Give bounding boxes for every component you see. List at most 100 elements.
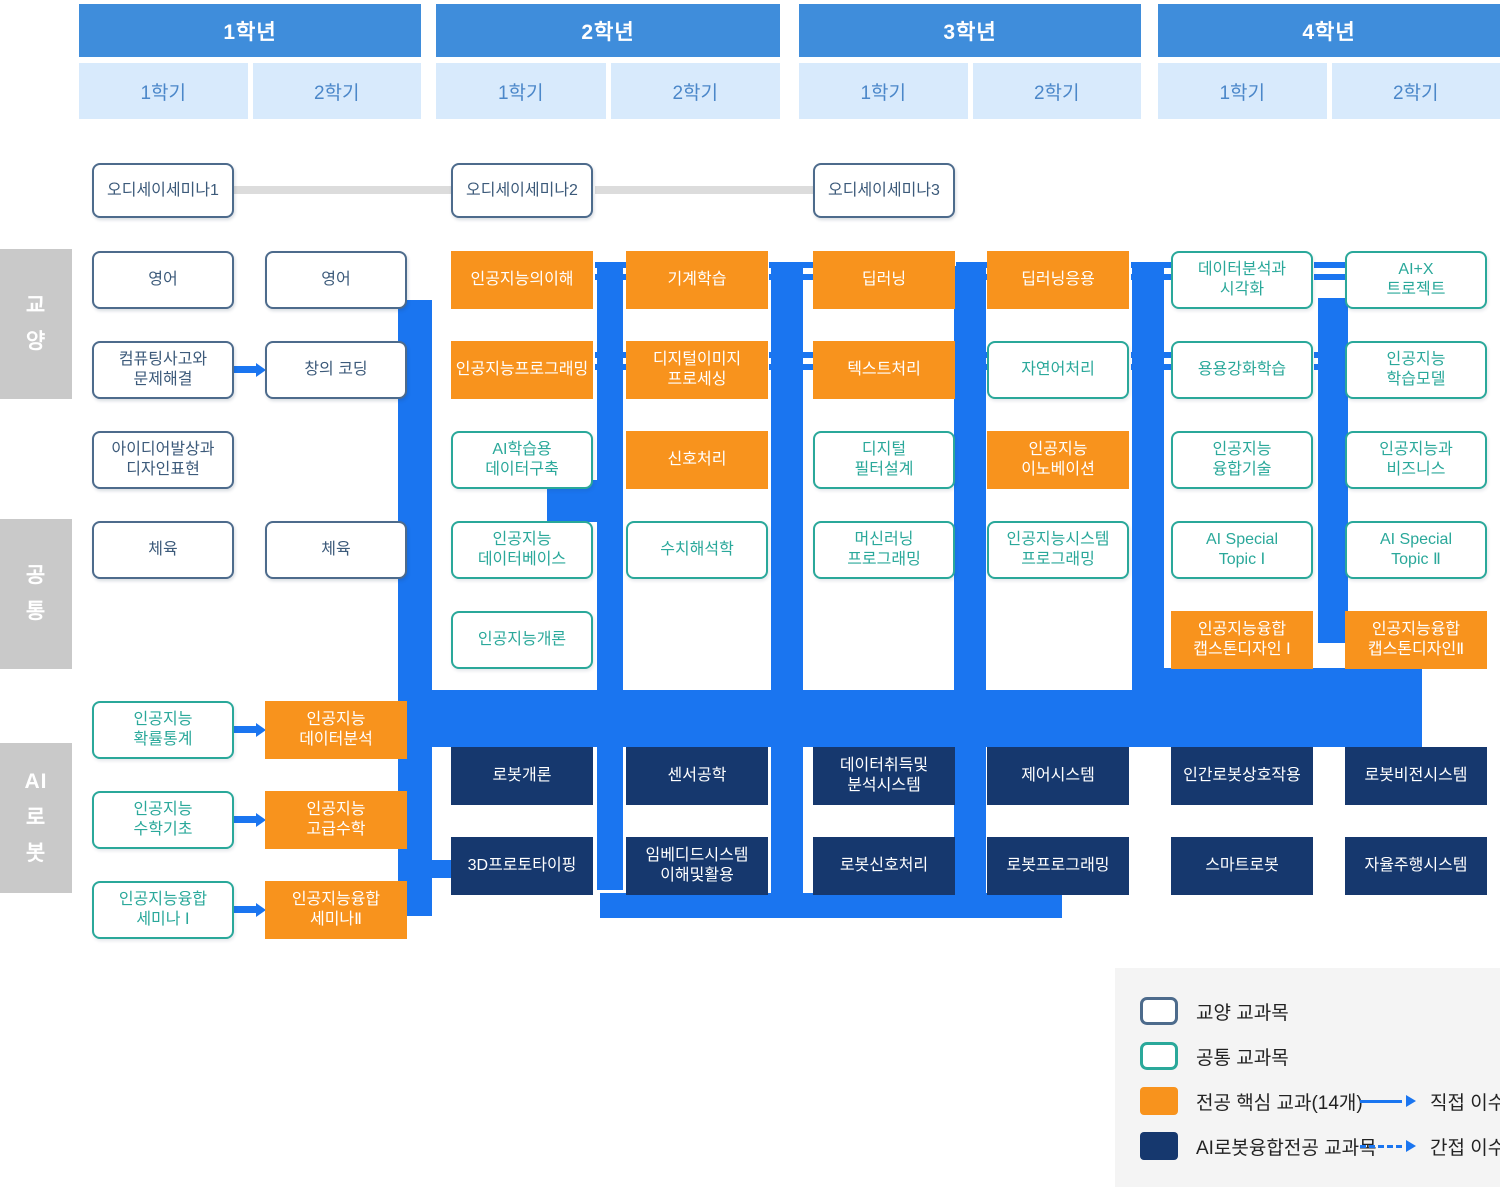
course-box: 체육 (92, 521, 234, 579)
course-box: 인공지능프로그래밍 (451, 341, 593, 399)
connector-line (600, 893, 1062, 918)
prerequisite-arrow (233, 906, 257, 913)
connector-line (595, 352, 626, 358)
connector-line (769, 262, 813, 268)
connector-line (769, 364, 813, 370)
common-swatch-icon (1140, 1042, 1178, 1070)
legend-item-robot: AI로봇융합전공 교과목 (1140, 1131, 1377, 1161)
course-box: 자연어처리 (987, 341, 1129, 399)
semester-header: 2학기 (610, 63, 780, 119)
course-box: 인공지능의이해 (451, 251, 593, 309)
connector-line (771, 266, 803, 912)
connector-line (425, 860, 455, 878)
course-box: 오디세이세미나2 (451, 163, 593, 218)
dashed-arrow-icon (1360, 1144, 1402, 1148)
connector-line (1318, 298, 1348, 643)
legend-item-core: 전공 핵심 교과(14개) (1140, 1086, 1363, 1116)
course-box: 영어 (92, 251, 234, 309)
year-header-2: 2학년 (436, 4, 780, 57)
course-box: 수치해석학 (626, 521, 768, 579)
semester-header: 1학기 (799, 63, 968, 119)
odyssey-link-line (595, 186, 813, 194)
legend-arrow-indirect: 간접 이수 (1360, 1131, 1500, 1161)
legend-label: AI로봇융합전공 교과목 (1196, 1137, 1377, 1159)
semester-header: 2학기 (252, 63, 421, 119)
course-box: 로봇신호처리 (813, 837, 955, 895)
semester-header: 1학기 (436, 63, 606, 119)
course-box: 용용강화학습 (1171, 341, 1313, 399)
legend-item-common: 공통 교과목 (1140, 1041, 1289, 1071)
course-box: 자율주행시스템 (1345, 837, 1487, 895)
course-box: 인간로봇상호작용 (1171, 747, 1313, 805)
connector-line (956, 352, 987, 358)
course-box: 기계학습 (626, 251, 768, 309)
course-box: 텍스트처리 (813, 341, 955, 399)
connector-line (597, 266, 623, 890)
course-box: 로봇비전시스템 (1345, 747, 1487, 805)
connector-line (1314, 364, 1345, 370)
course-box: 오디세이세미나3 (813, 163, 955, 218)
gyoyang-swatch-icon (1140, 997, 1178, 1025)
solid-arrow-icon (1360, 1099, 1402, 1103)
core-swatch-icon (1140, 1087, 1178, 1115)
legend-label: 전공 핵심 교과(14개) (1196, 1092, 1363, 1114)
legend: 교양 교과목 공통 교과목 전공 핵심 교과(14개) AI로봇융합전공 교과목… (1115, 968, 1500, 1187)
course-box: 로봇개론 (451, 747, 593, 805)
semester-header: 1학기 (1158, 63, 1327, 119)
course-box: 인공지능개론 (451, 611, 593, 669)
prerequisite-arrow (233, 726, 257, 733)
course-box: 3D프로토타이핑 (451, 837, 593, 895)
year-header-1: 1학년 (79, 4, 421, 57)
course-box: 신호처리 (626, 431, 768, 489)
course-box: 센서공학 (626, 747, 768, 805)
course-box: 체육 (265, 521, 407, 579)
arrowhead-icon (1406, 1095, 1416, 1107)
course-box: 영어 (265, 251, 407, 309)
connector-line (1132, 266, 1164, 746)
course-box: 딥러닝응용 (987, 251, 1129, 309)
connector-line (1314, 352, 1345, 358)
legend-arrow-direct: 직접 이수 (1360, 1086, 1500, 1116)
year-header-3: 3학년 (799, 4, 1141, 57)
course-box: 창의 코딩 (265, 341, 407, 399)
connector-line (595, 364, 626, 370)
connector-line (956, 364, 987, 370)
connector-line (1131, 352, 1171, 358)
semester-header: 2학기 (1331, 63, 1500, 119)
legend-label: 공통 교과목 (1196, 1047, 1289, 1069)
prerequisite-arrow (233, 816, 257, 823)
connector-line (1131, 364, 1171, 370)
odyssey-link-line (233, 186, 451, 194)
year-header-4: 4학년 (1158, 4, 1500, 57)
connector-line (956, 262, 987, 268)
connector-line (1314, 262, 1345, 268)
connector-line (954, 266, 986, 916)
course-box: 제어시스템 (987, 747, 1129, 805)
prerequisite-arrow (233, 366, 257, 373)
course-box: 로봇프로그래밍 (987, 837, 1129, 895)
arrowhead-icon (1406, 1140, 1416, 1152)
